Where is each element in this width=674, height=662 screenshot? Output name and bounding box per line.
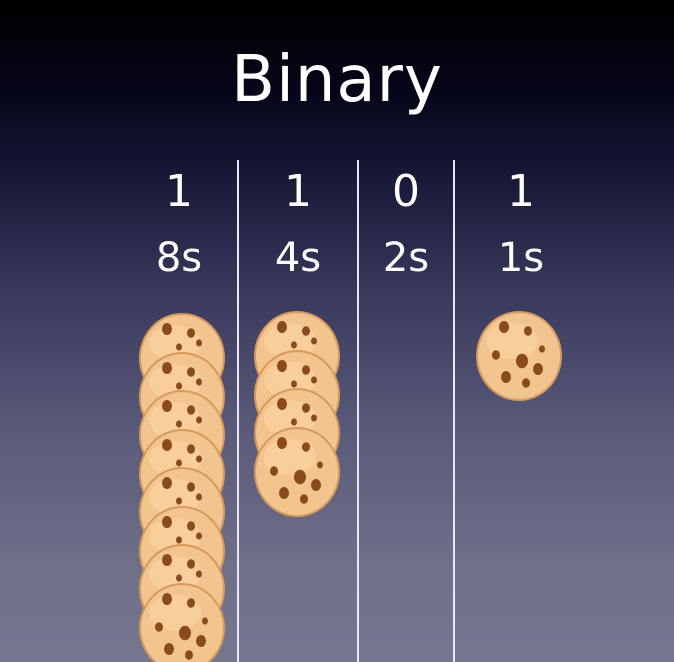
column-eights: 1 8s [120, 160, 238, 662]
place-value-label: 4s [274, 235, 322, 281]
column-divider-2 [357, 160, 359, 662]
column-twos: 0 2s [359, 160, 453, 662]
column-fours: 1 4s [239, 160, 357, 662]
cookie-icon [476, 311, 562, 401]
binary-digit: 1 [284, 166, 312, 217]
place-value-label: 8s [155, 235, 203, 281]
place-value-label: 1s [497, 235, 545, 281]
column-ones: 1 1s [455, 160, 587, 662]
column-divider-3 [453, 160, 455, 662]
binary-digit: 0 [392, 166, 420, 217]
binary-digit: 1 [165, 166, 193, 217]
place-value-label: 2s [382, 235, 430, 281]
cookie-icon [139, 582, 225, 662]
column-divider-1 [237, 160, 239, 662]
cookie-icon [254, 426, 340, 517]
binary-digit: 1 [507, 166, 535, 217]
slide-title: Binary [231, 43, 443, 117]
